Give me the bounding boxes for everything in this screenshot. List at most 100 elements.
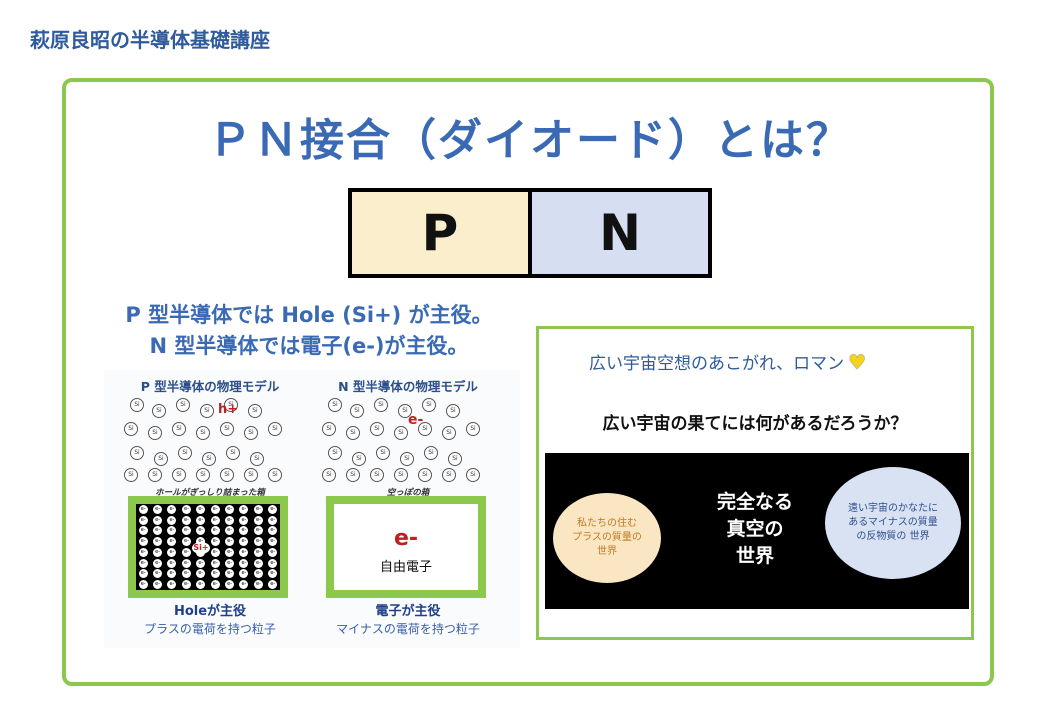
si-atom: Si xyxy=(152,404,166,418)
packed-particle: e- xyxy=(181,547,191,557)
n-role-label: 電子が主役 xyxy=(375,604,441,619)
si-atom: Si xyxy=(442,468,456,482)
heart-icon: ♥ xyxy=(848,350,867,374)
packed-particle: e- xyxy=(167,537,177,547)
packed-particle: e- xyxy=(153,515,163,525)
packed-particle: e- xyxy=(253,558,263,568)
packed-particle: e- xyxy=(167,504,177,514)
p-model-title: P 型半導体の物理モデル xyxy=(140,379,280,394)
si-atom: Si xyxy=(346,468,360,482)
si-atom: Si xyxy=(124,422,138,436)
packed-particle: e- xyxy=(181,515,191,525)
si-atom: Si xyxy=(466,468,480,482)
packed-particle: e- xyxy=(138,580,148,590)
packed-particle: e- xyxy=(153,526,163,536)
packed-particle: e- xyxy=(268,526,278,536)
si-atom: Si xyxy=(202,452,216,466)
p-role-label: Holeが主役 xyxy=(173,604,247,619)
si-atom: Si xyxy=(352,452,366,466)
antimatter-world-ellipse: 遠い宇宙のかなたに あるマイナスの質量 の反物質の 世界 xyxy=(825,467,961,579)
n-empty-box: e- 自由電子 xyxy=(326,496,486,598)
packed-particle: e- xyxy=(253,537,263,547)
packed-particle: e- xyxy=(268,547,278,557)
packed-particle: e- xyxy=(268,515,278,525)
packed-particle: e- xyxy=(181,537,191,547)
si-atom: Si xyxy=(268,468,282,482)
free-electron-label: 自由電子 xyxy=(379,560,432,575)
si-atom: Si xyxy=(418,422,432,436)
packed-particle: e- xyxy=(196,504,206,514)
packed-particle: e- xyxy=(196,569,206,579)
si-atom: Si xyxy=(418,468,432,482)
electron-symbol: e- xyxy=(393,526,419,551)
packed-particle: e- xyxy=(196,558,206,568)
si-atom: Si xyxy=(350,404,364,418)
packed-particle: e- xyxy=(253,580,263,590)
packed-particle: e- xyxy=(225,515,235,525)
role-statements: P 型半導体では Hole (Si+) が主役。 N 型半導体では電子(e-)が… xyxy=(104,300,514,362)
packed-particle: e- xyxy=(210,537,220,547)
n-role-statement: N 型半導体では電子(e-)が主役。 xyxy=(149,334,469,358)
packed-particle: e- xyxy=(153,569,163,579)
si-atom: Si xyxy=(268,422,282,436)
p-role-desc: プラスの電荷を持つ粒子 xyxy=(144,622,276,636)
packed-particle: e- xyxy=(210,526,220,536)
packed-particle: e- xyxy=(181,504,191,514)
packed-particle: e- xyxy=(253,569,263,579)
packed-particle: e- xyxy=(167,547,177,557)
si-atom: Si xyxy=(172,422,186,436)
packed-particle: e- xyxy=(239,558,249,568)
packed-particle: e- xyxy=(196,515,206,525)
matter-world-text: 私たちの住む プラスの質量の 世界 xyxy=(572,518,642,557)
p-box-caption: ホールがぎっしり詰まった箱 xyxy=(155,488,265,498)
si-atom: Si xyxy=(394,468,408,482)
si-atom: Si xyxy=(446,404,460,418)
packed-particle: e- xyxy=(153,504,163,514)
packed-particle: e- xyxy=(167,515,177,525)
packed-particle: e- xyxy=(239,504,249,514)
packed-particle: e- xyxy=(225,580,235,590)
packed-particle: e- xyxy=(268,580,278,590)
si-atom: Si xyxy=(400,452,414,466)
si-atom: Si xyxy=(248,404,262,418)
packed-particle: e- xyxy=(181,569,191,579)
packed-particle: e- xyxy=(239,526,249,536)
packed-particle: e- xyxy=(239,547,249,557)
packed-particle: e- xyxy=(167,580,177,590)
packed-particle: e- xyxy=(210,580,220,590)
si-atom: Si xyxy=(178,446,192,460)
empty-box-interior: e- 自由電子 xyxy=(334,504,478,590)
packed-particle: e- xyxy=(210,558,220,568)
n-role-desc: マイナスの電荷を持つ粒子 xyxy=(336,622,480,636)
pn-junction-diagram: P N xyxy=(348,188,712,278)
packed-particle: e- xyxy=(268,569,278,579)
packed-particle: e- xyxy=(225,526,235,536)
packed-particle: e- xyxy=(181,558,191,568)
packed-particle: e- xyxy=(138,569,148,579)
packed-particle: e- xyxy=(225,537,235,547)
si-atom: Si xyxy=(346,426,360,440)
dream-title: 広い宇宙空想のあこがれ、ロマン♥ xyxy=(589,349,866,374)
packed-particle: e- xyxy=(225,504,235,514)
si-atom: Si xyxy=(176,398,190,412)
packed-particle: e- xyxy=(138,526,148,536)
packed-particle: e- xyxy=(181,580,191,590)
p-role-statement: P 型半導体では Hole (Si+) が主役。 xyxy=(125,303,493,327)
p-hole-box: Si+ e-e-e-e-e-e-e-e-e-e-e-e-e-e-e-e-e-e-… xyxy=(128,496,288,598)
si-atom: Si xyxy=(130,398,144,412)
n-model-title: N 型半導体の物理モデル xyxy=(338,379,478,394)
si-atom: Si xyxy=(376,446,390,460)
n-region: N xyxy=(532,192,708,274)
packed-particle: e- xyxy=(210,515,220,525)
packed-particle: e- xyxy=(138,504,148,514)
si-atom: Si xyxy=(196,426,210,440)
packed-particle: e- xyxy=(210,547,220,557)
si-atom: Si xyxy=(196,468,210,482)
packed-particle: e- xyxy=(239,569,249,579)
si-atom: Si xyxy=(154,452,168,466)
